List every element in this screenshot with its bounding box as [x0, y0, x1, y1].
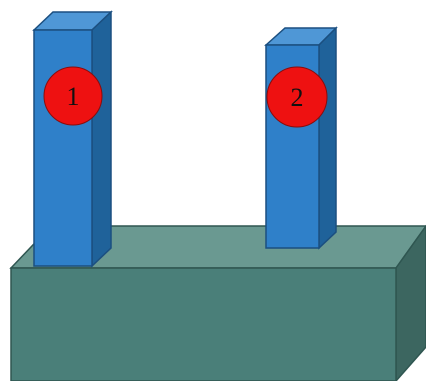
marker-1-label: 1	[67, 82, 80, 111]
marker-2-circle	[266, 66, 328, 128]
pillar-2	[264, 26, 338, 250]
marker-2: 2	[266, 66, 328, 128]
pillar-2-side-face	[318, 26, 337, 250]
pillar-1-front-face	[33, 29, 93, 267]
marker-1-circle	[43, 66, 103, 126]
base-front-face	[10, 267, 397, 381]
pillar-1-side-face	[91, 10, 112, 268]
marker-1: 1	[43, 66, 103, 126]
marker-2-label: 2	[291, 83, 304, 112]
pillar-1	[32, 10, 113, 268]
